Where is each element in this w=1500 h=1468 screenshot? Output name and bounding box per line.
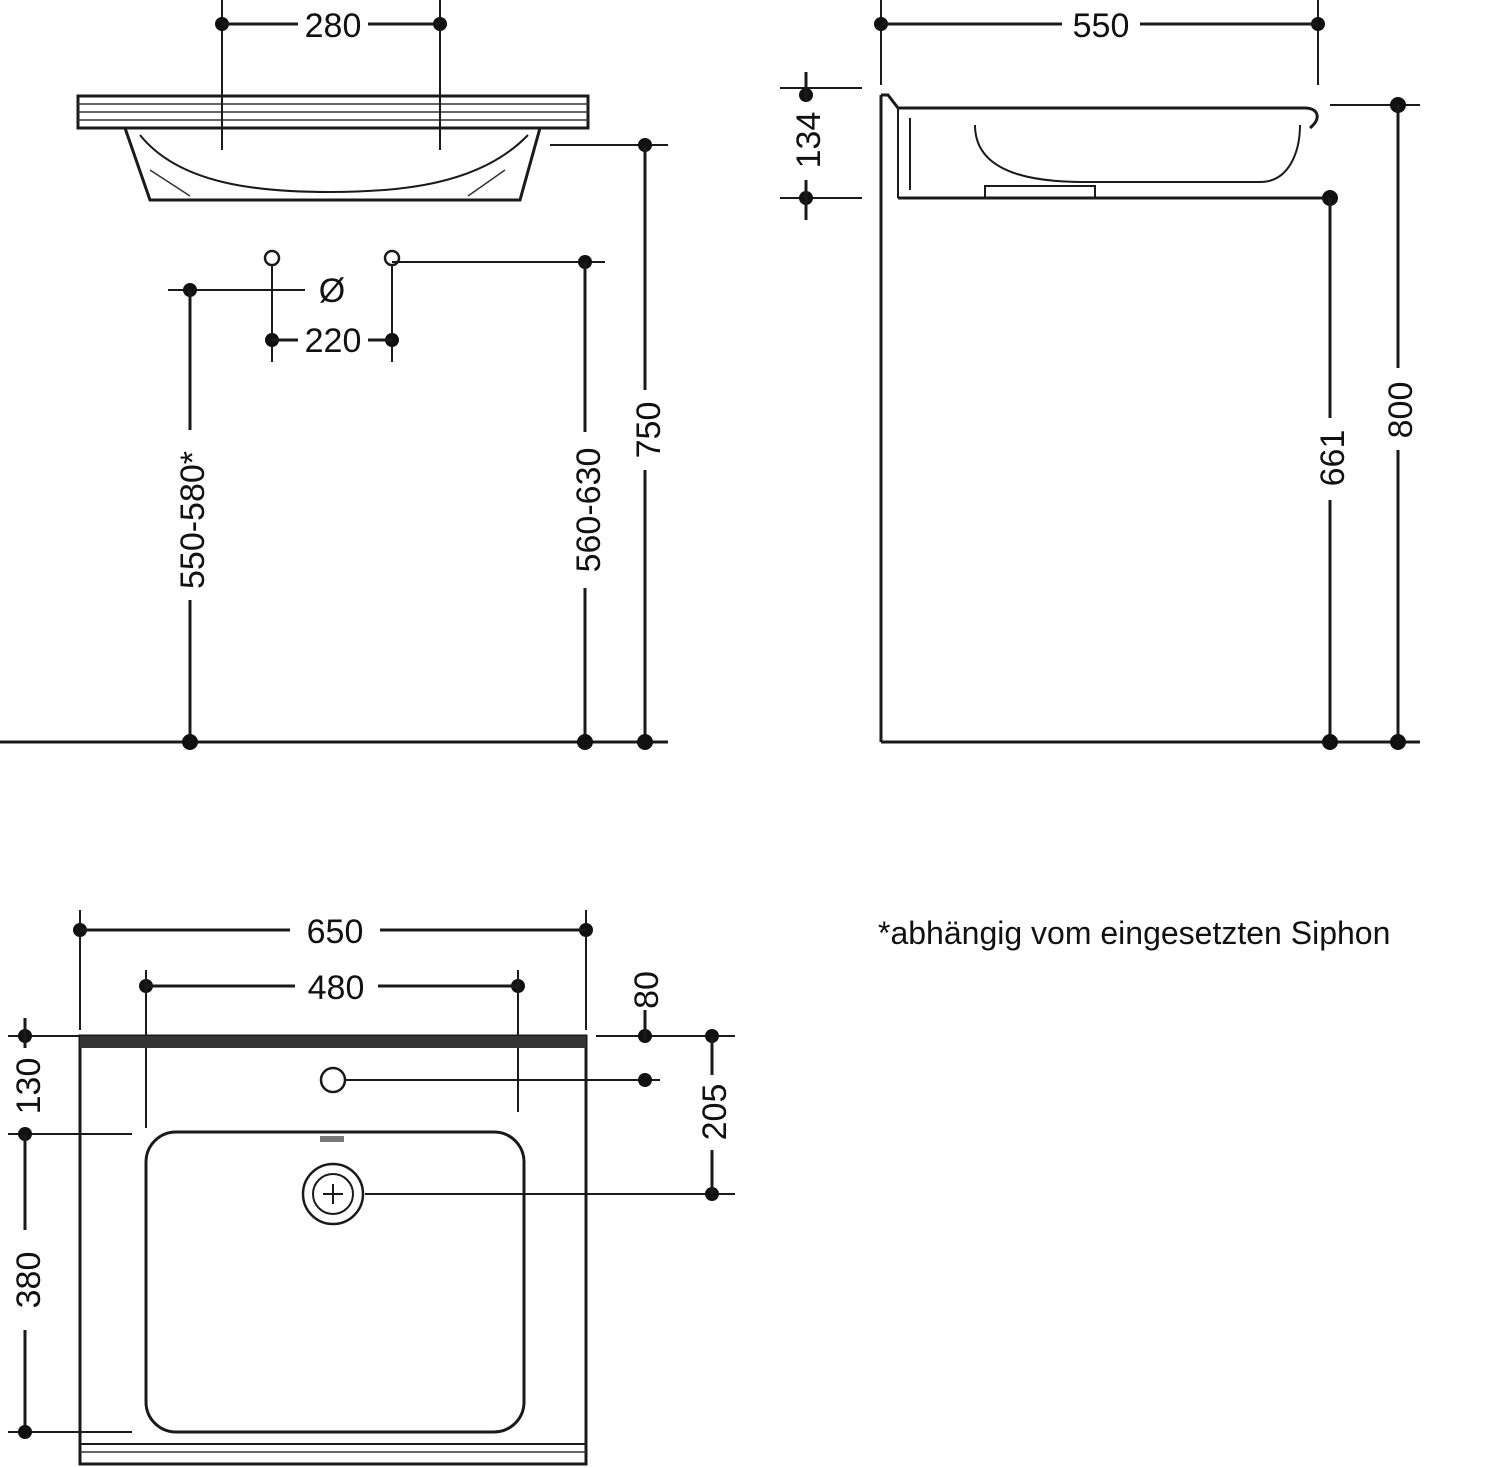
top-view: 650 480 80 205: [8, 910, 735, 1466]
dim-tap-spacing: 280: [305, 7, 362, 45]
top-bowl: [144, 1130, 526, 1434]
dim-upper-height: 800: [1382, 382, 1420, 439]
dim-lower-height: 661: [1314, 430, 1352, 487]
dim-width: 650: [307, 913, 364, 951]
side-view: 550 134 800 661: [780, 0, 1420, 750]
front-view: 280 750 Ø 220 550-580* 560-630: [0, 0, 668, 750]
dim-siphon-height: 550-580*: [174, 451, 212, 589]
dim-rim: 80: [628, 971, 666, 1009]
dim-front-to-tap: 130: [10, 1058, 48, 1115]
dim-tap-to-drain: 205: [696, 1084, 734, 1141]
dim-tap-holes: 220: [305, 322, 362, 360]
top-basin-backrim: [80, 1036, 586, 1048]
dim-depth: 550: [1073, 7, 1130, 45]
dim-total-height: 750: [630, 402, 668, 459]
footnote: *abhängig vom eingesetzten Siphon: [878, 915, 1390, 951]
top-tap-hole: [319, 1066, 347, 1094]
dim-basin-thickness: 134: [790, 112, 828, 169]
top-basin-outline: [78, 1034, 588, 1466]
front-basin-body: [123, 127, 542, 202]
dim-bowl-depth: 380: [10, 1252, 48, 1309]
dim-hole-diameter: Ø: [319, 272, 345, 310]
dim-bowl-width: 480: [308, 969, 365, 1007]
front-hole-left: [263, 249, 281, 267]
dim-outlet-height: 560-630: [570, 448, 608, 573]
side-basin-top: [881, 93, 1319, 130]
